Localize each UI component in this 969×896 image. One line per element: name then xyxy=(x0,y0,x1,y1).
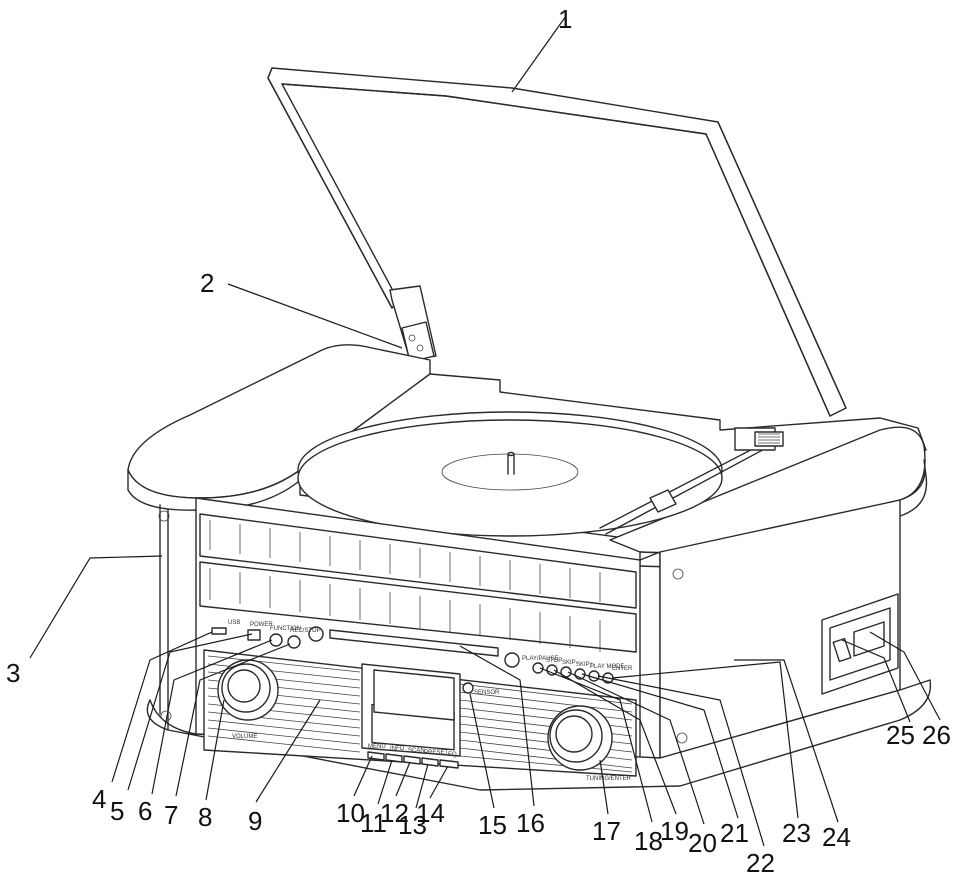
callout-19: 19 xyxy=(660,816,689,846)
callout-numbers: 1 2 3 4 5 6 7 8 9 10 11 12 13 14 15 16 1… xyxy=(6,4,951,878)
scan-label: SCAN xyxy=(408,748,425,754)
play-mode-label: PLAY MODE xyxy=(590,664,624,670)
callout-4: 4 xyxy=(92,784,106,814)
stop-label: STOP xyxy=(546,658,562,664)
sensor-label: SENSOR xyxy=(474,690,500,696)
callout-21: 21 xyxy=(720,818,749,848)
power-label: POWER xyxy=(250,622,273,628)
skip-forward-label: SKIP+ xyxy=(576,662,594,668)
callout-26: 26 xyxy=(922,720,951,750)
callout-17: 17 xyxy=(592,816,621,846)
callout-3: 3 xyxy=(6,658,20,688)
eq-label: EQ xyxy=(448,752,457,758)
callout-9: 9 xyxy=(248,806,262,836)
callout-5: 5 xyxy=(110,796,124,826)
callout-12: 12 xyxy=(380,798,409,828)
callout-10: 10 xyxy=(336,798,365,828)
usb-label: USB xyxy=(228,620,240,626)
callout-14: 14 xyxy=(416,798,445,828)
callout-25: 25 xyxy=(886,720,915,750)
function-label: FUNCTION xyxy=(270,626,301,632)
callout-23: 23 xyxy=(782,818,811,848)
volume-label: VOLUME xyxy=(232,734,257,740)
control-panel: USB POWER FUNCTION REC/STOP VOLUME MENU … xyxy=(203,620,637,782)
callout-15: 15 xyxy=(478,810,507,840)
cabinet xyxy=(127,344,932,791)
callout-2: 2 xyxy=(200,268,214,298)
callout-22: 22 xyxy=(746,848,775,878)
info-label: INFO xyxy=(390,746,405,752)
callout-18: 18 xyxy=(634,826,663,856)
record-label: REC/STOP xyxy=(290,628,321,634)
callout-11: 11 xyxy=(360,808,387,838)
menu-label: MENU xyxy=(368,744,386,750)
callout-16: 16 xyxy=(516,808,545,838)
callout-leaders xyxy=(29,15,941,847)
callout-6: 6 xyxy=(138,796,152,826)
callout-13: 13 xyxy=(398,810,427,840)
callout-1: 1 xyxy=(558,4,572,34)
play-pause-label: PLAY/PAUSE xyxy=(522,656,558,662)
callout-24: 24 xyxy=(822,822,851,852)
tuning-label: TUNING/ENTER xyxy=(586,776,632,782)
callout-7: 7 xyxy=(164,800,178,830)
enter-label: ENTER xyxy=(612,666,633,672)
callout-20: 20 xyxy=(688,828,717,858)
callout-8: 8 xyxy=(198,802,212,832)
skip-back-label: SKIP- xyxy=(562,660,578,666)
preset-label: PRESET xyxy=(424,750,448,756)
